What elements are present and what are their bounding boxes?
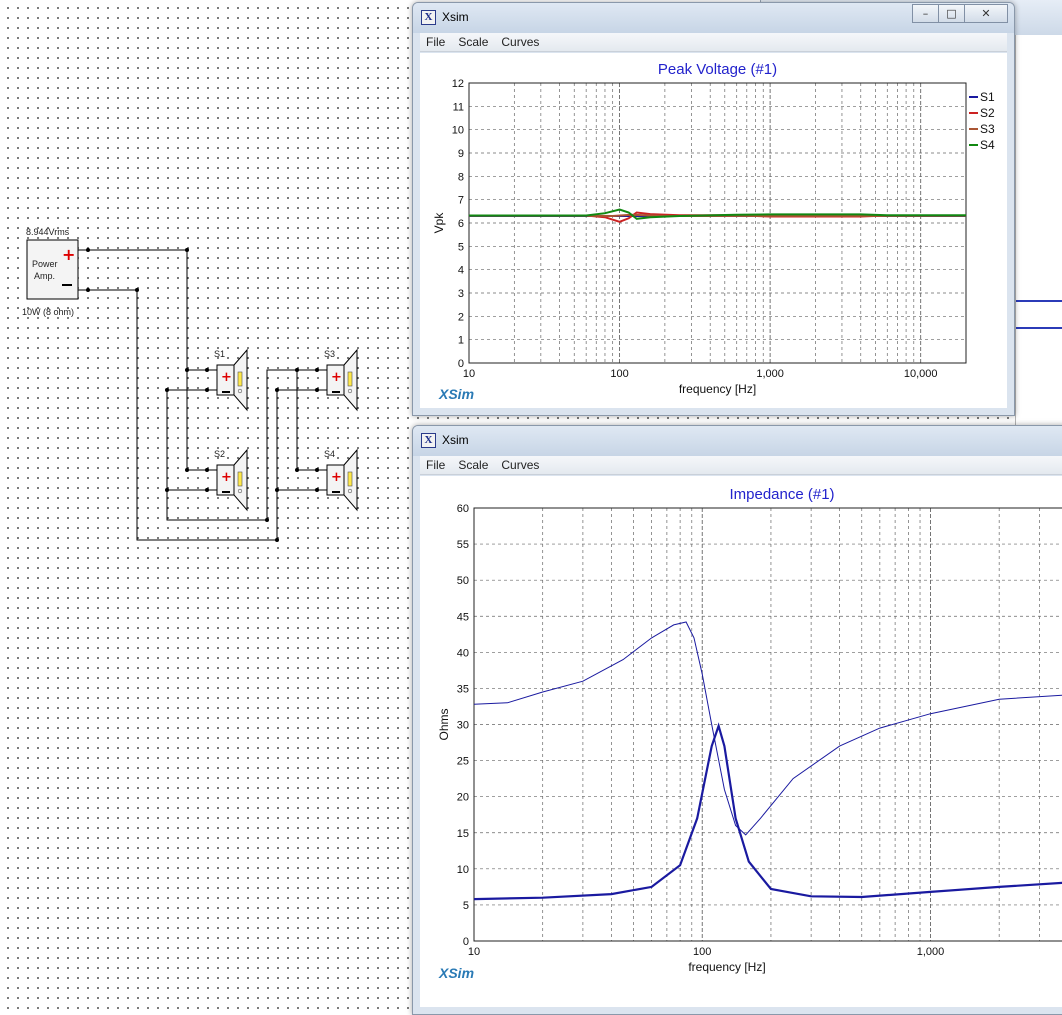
x-axis-label: frequency [Hz] (679, 382, 756, 396)
y-tick-label: 1 (458, 335, 464, 347)
amp-voltage-label: 8.944Vrms (26, 227, 70, 237)
y-tick-label: 0 (463, 936, 469, 948)
speaker-label: S4 (324, 449, 335, 459)
menu-file[interactable]: File (426, 458, 446, 472)
y-tick-label: 10 (457, 864, 469, 876)
y-tick-label: 60 (457, 503, 469, 515)
y-tick-label: 20 (457, 792, 469, 804)
x-tick-label: 100 (693, 946, 711, 958)
speaker-polarity-icon (237, 471, 243, 487)
grid (473, 507, 1062, 942)
series-line (474, 621, 1062, 836)
peak-voltage-window[interactable]: X Xsim – □ ✕ File Scale Curves Peak Volt… (412, 2, 1015, 416)
chart-title: Impedance (#1) (729, 486, 834, 503)
series-line (474, 722, 1062, 901)
legend-label[interactable]: S4 (980, 138, 995, 152)
legend-label[interactable]: S2 (980, 106, 995, 120)
amp-power-label: 10W (8 ohm) (22, 307, 74, 317)
legend-label[interactable]: S3 (980, 122, 995, 136)
x-axis-label: frequency [Hz] (688, 960, 765, 974)
speaker-3[interactable]: + S3 (324, 348, 358, 412)
power-amp[interactable]: 8.944Vrms + Power Amp. 10W (8 ohm) (22, 227, 79, 317)
restore-button[interactable]: □ (938, 4, 965, 23)
xsim-brand-logo: XSim (438, 386, 474, 402)
series-line (469, 211, 966, 223)
xsim-app-icon: X (421, 433, 436, 448)
schematic-canvas[interactable]: 8.944Vrms + Power Amp. 10W (8 ohm) + S1 + S… (0, 0, 410, 560)
y-tick-label: 5 (458, 241, 464, 253)
legend-label[interactable]: S1 (980, 90, 995, 104)
chart-title: Peak Voltage (#1) (658, 61, 777, 78)
speaker-2[interactable]: + S2 (214, 448, 248, 512)
window-titlebar[interactable]: X Xsim (413, 426, 1062, 456)
y-tick-label: 40 (457, 647, 469, 659)
x-tick-label: 1,000 (917, 946, 945, 958)
close-button[interactable]: ✕ (964, 4, 1008, 23)
xsim-app-icon: X (421, 10, 436, 25)
menu-scale[interactable]: Scale (458, 35, 489, 49)
menu-curves[interactable]: Curves (501, 458, 540, 472)
y-axis-label: Vpk (432, 212, 446, 234)
x-tick-label: 10 (463, 368, 475, 380)
impedance-window[interactable]: X Xsim File Scale Curves Impedance (#1) 0… (412, 425, 1062, 1015)
amp-name-line2: Amp. (34, 271, 55, 281)
speaker-plus-icon: + (221, 470, 232, 485)
menu-file[interactable]: File (426, 35, 446, 49)
y-tick-label: 11 (453, 101, 464, 113)
menu-bar: File Scale Curves (420, 33, 1007, 52)
y-tick-label: 25 (457, 756, 469, 768)
menu-bar: File Scale Curves (420, 456, 1062, 475)
amp-name-line1: Power (32, 259, 58, 269)
y-tick-label: 0 (458, 358, 464, 370)
impedance-chart[interactable]: Impedance (#1) 0 5 10 15 20 25 30 35 40 45 50 55 60 10… (420, 476, 1062, 1009)
speaker-plus-icon: + (331, 470, 342, 485)
y-tick-label: 12 (452, 78, 464, 90)
series-line (469, 208, 966, 220)
y-tick-label: 5 (463, 900, 469, 912)
speaker-plus-icon: + (331, 370, 342, 385)
x-tick-label: 10,000 (904, 368, 938, 380)
xsim-brand-logo: XSim (438, 965, 474, 981)
y-tick-label: 2 (458, 311, 464, 323)
speaker-polarity-icon (347, 471, 353, 487)
y-tick-label: 55 (457, 539, 469, 551)
speaker-group: + S1 + S2 + S3 + S4 (214, 348, 358, 512)
speaker-label: S1 (214, 349, 225, 359)
menu-scale[interactable]: Scale (458, 458, 489, 472)
plot-area[interactable]: Impedance (#1) 0 5 10 15 20 25 30 35 40 45 50 55 60 10… (420, 476, 1062, 1007)
speaker-4[interactable]: + S4 (324, 448, 358, 512)
speaker-1[interactable]: + S1 (214, 348, 248, 412)
speaker-polarity-icon (237, 371, 243, 387)
y-tick-label: 35 (457, 683, 469, 695)
window-title: Xsim (442, 10, 469, 24)
x-tick-label: 1,000 (756, 368, 784, 380)
y-tick-label: 50 (457, 575, 469, 587)
y-tick-label: 30 (457, 720, 469, 732)
y-tick-label: 6 (458, 218, 464, 230)
y-tick-label: 9 (458, 148, 464, 160)
speaker-label: S3 (324, 349, 335, 359)
background-window-plot (1015, 35, 1062, 425)
y-axis-label: Ohms (437, 708, 451, 740)
y-tick-label: 8 (458, 171, 464, 183)
window-title: Xsim (442, 433, 469, 447)
speaker-label: S2 (214, 449, 225, 459)
window-titlebar[interactable]: X Xsim – □ ✕ (413, 3, 1014, 33)
y-tick-label: 7 (458, 195, 464, 207)
speaker-polarity-icon (347, 371, 353, 387)
amp-plus-icon: + (62, 245, 75, 264)
y-tick-label: 4 (458, 265, 464, 277)
y-tick-label: 15 (457, 828, 469, 840)
y-tick-label: 3 (458, 288, 464, 300)
y-tick-label: 45 (457, 611, 469, 623)
x-tick-label: 100 (610, 368, 628, 380)
y-tick-label: 10 (452, 125, 464, 137)
grid (468, 82, 967, 364)
speaker-plus-icon: + (221, 370, 232, 385)
x-tick-label: 10 (468, 946, 480, 958)
minimize-button[interactable]: – (912, 4, 939, 23)
menu-curves[interactable]: Curves (501, 35, 540, 49)
